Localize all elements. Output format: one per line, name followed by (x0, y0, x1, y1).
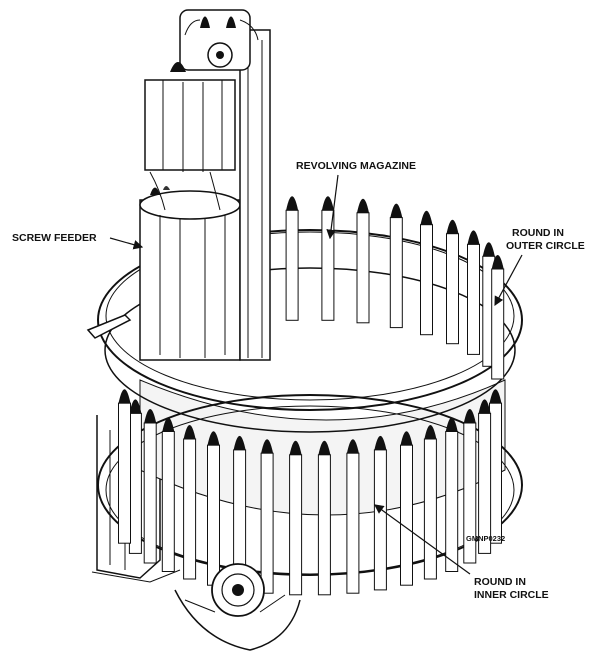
label-round-inner-2: INNER CIRCLE (474, 589, 549, 601)
round (446, 219, 459, 345)
hoist-tower (179, 9, 271, 361)
round (478, 399, 492, 554)
round (285, 196, 299, 321)
label-round-outer-1: ROUND IN (512, 227, 564, 239)
round (356, 198, 370, 324)
round (289, 440, 303, 596)
label-screw-feeder: SCREW FEEDER (12, 232, 97, 244)
round (423, 425, 437, 580)
round (317, 440, 331, 596)
round (445, 417, 459, 572)
round-outer-leader (494, 254, 523, 307)
round (400, 431, 413, 586)
label-round-outer-2: OUTER CIRCLE (506, 240, 585, 252)
magazine-outer-ring (97, 229, 523, 576)
round (321, 196, 335, 321)
round (420, 210, 433, 336)
round (467, 230, 480, 355)
round (491, 255, 505, 380)
inner-circle-rounds (118, 389, 502, 596)
round (346, 439, 360, 594)
round (207, 431, 220, 586)
round (128, 399, 142, 554)
drive-unit (174, 563, 301, 651)
round (118, 389, 131, 544)
side-bracket (86, 314, 132, 339)
round (161, 417, 175, 572)
outer-circle-rounds (250, 196, 505, 380)
round (183, 425, 197, 580)
label-revolving-magazine: REVOLVING MAGAZINE (296, 160, 416, 172)
round (489, 389, 502, 544)
round (389, 203, 403, 329)
label-round-inner-1: ROUND IN (474, 576, 526, 588)
round (260, 439, 274, 594)
screw-feeder-leader (109, 237, 144, 250)
round (373, 435, 387, 591)
round (143, 409, 157, 564)
revolving-magazine-leader (326, 174, 339, 240)
figure-code: GMNP0232 (466, 534, 505, 543)
round (463, 409, 477, 564)
upper-rounds-holder (144, 62, 236, 211)
round-inner-leader (374, 504, 471, 575)
leader-lines (109, 174, 523, 575)
screw-feeder-column (139, 186, 241, 361)
